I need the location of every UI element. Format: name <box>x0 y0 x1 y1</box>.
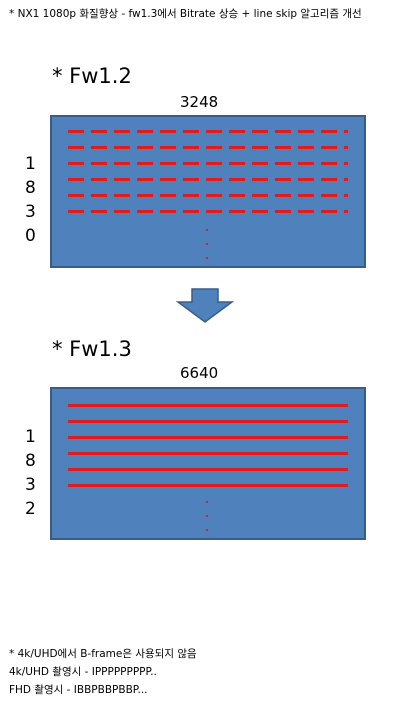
solid-scan-line <box>68 452 348 455</box>
dashed-scan-line <box>68 130 348 133</box>
section-title-fw12: * Fw1.2 <box>52 64 132 88</box>
height-digits-fw13: 1 8 3 2 <box>25 425 36 521</box>
page-title: * NX1 1080p 화질향상 - fw1.3에서 Bitrate 상승 + … <box>9 8 362 20</box>
dot <box>206 257 208 259</box>
height-digit: 1 <box>25 427 36 447</box>
frame-panel-fw13 <box>50 387 366 540</box>
height-digit: 1 <box>25 154 36 174</box>
dashed-scan-line <box>68 194 348 197</box>
dot <box>206 243 208 245</box>
dot <box>206 529 208 531</box>
height-digit: 2 <box>25 499 36 519</box>
note-line: * 4k/UHD에서 B-frame은 사용되지 않음 <box>9 648 197 660</box>
height-digits-fw12: 1 8 3 0 <box>25 152 36 248</box>
height-digit: 3 <box>25 475 36 495</box>
note-line: FHD 촬영시 - IBBPBBPBBP... <box>9 684 148 696</box>
notes-block: * 4k/UHD에서 B-frame은 사용되지 않음 4k/UHD 촬영시 -… <box>9 645 197 699</box>
section-title-fw13: * Fw1.3 <box>52 337 132 361</box>
solid-scan-line <box>68 436 348 439</box>
dashed-scan-line <box>68 210 348 213</box>
dashed-scan-line <box>68 146 348 149</box>
dashed-scan-line <box>68 162 348 165</box>
solid-scan-line <box>68 404 348 407</box>
height-digit: 8 <box>25 451 36 471</box>
down-arrow-icon <box>175 288 235 323</box>
width-label-fw13: 6640 <box>180 364 219 382</box>
solid-scan-line <box>68 468 348 471</box>
solid-scan-line <box>68 484 348 487</box>
width-label-fw12: 3248 <box>180 93 219 111</box>
height-digit: 8 <box>25 178 36 198</box>
height-digit: 3 <box>25 202 36 222</box>
height-digit: 0 <box>25 226 36 246</box>
solid-scan-line <box>68 420 348 423</box>
frame-panel-fw12 <box>50 115 366 268</box>
dashed-scan-line <box>68 178 348 181</box>
note-line: 4k/UHD 촬영시 - IPPPPPPPPP.. <box>9 666 157 678</box>
dot <box>206 229 208 231</box>
dot <box>206 515 208 517</box>
dot <box>206 501 208 503</box>
